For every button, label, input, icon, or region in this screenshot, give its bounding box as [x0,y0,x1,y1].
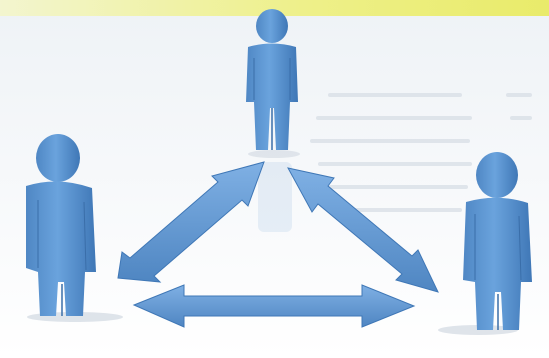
top-figure-reflection [258,162,292,232]
top-figure-shadow [248,150,300,158]
